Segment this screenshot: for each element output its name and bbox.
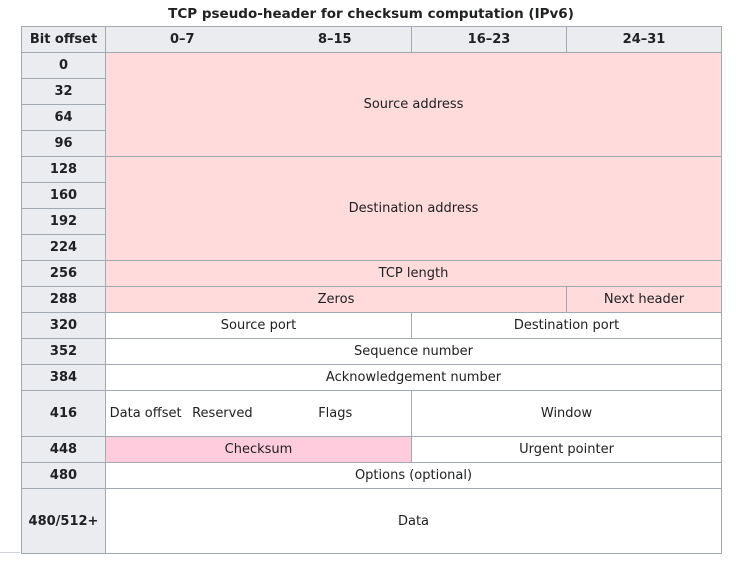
table-row: 0 Source address	[21, 52, 723, 157]
data-cell: Data	[104, 488, 723, 554]
table-row: 448 Checksum Urgent pointer	[21, 436, 723, 463]
destination-port-cell: Destination port	[411, 312, 723, 339]
offset-label: 64	[21, 104, 106, 131]
offset-label: 160	[21, 182, 106, 209]
options-cell: Options (optional)	[104, 462, 723, 489]
table-row: 320 Source port Destination port	[21, 312, 723, 339]
table-row: 384 Acknowledgement number	[21, 364, 723, 391]
table-header-row: Bit offset 0–7 8–15 16–23 24–31	[21, 26, 723, 53]
offset-label: 320	[21, 312, 106, 339]
bit-offset-header: Bit offset	[21, 26, 106, 53]
next-header-cell: Next header	[566, 286, 723, 313]
table-row: 256 TCP length	[21, 260, 723, 287]
checksum-cell: Checksum	[104, 436, 413, 463]
acknowledgement-number-cell: Acknowledgement number	[104, 364, 723, 391]
offset-label: 256	[21, 260, 106, 287]
table-row: 416 Data offset Reserved Flags Window	[21, 390, 723, 437]
table-row: 352 Sequence number	[21, 338, 723, 365]
offset-label: 224	[21, 234, 106, 261]
table-row: 192	[21, 208, 722, 235]
table-row: 32	[21, 78, 722, 105]
destination-address-cell: Destination address	[104, 156, 723, 261]
sequence-number-cell: Sequence number	[104, 338, 723, 365]
reserved-label: Reserved	[192, 406, 253, 421]
window-cell: Window	[411, 390, 723, 437]
offset-label: 448	[21, 436, 106, 463]
col-header-0-15: 0–7 8–15	[104, 26, 413, 53]
urgent-pointer-cell: Urgent pointer	[411, 436, 723, 463]
col-header-24-31: 24–31	[566, 26, 723, 53]
offset-label: 288	[21, 286, 106, 313]
table-caption: TCP pseudo-header for checksum computati…	[168, 6, 574, 22]
tcp-length-cell: TCP length	[104, 260, 723, 287]
offset-label: 480	[21, 462, 106, 489]
flags-label: Flags	[318, 406, 353, 421]
col-header-8-15: 8–15	[317, 32, 352, 47]
source-address-cell: Source address	[104, 52, 723, 157]
table-row: 288 Zeros Next header	[21, 286, 723, 313]
col-header-0-7: 0–7	[169, 32, 195, 47]
table-row: 224	[21, 234, 722, 261]
offset-label: 352	[21, 338, 106, 365]
zeros-cell: Zeros	[104, 286, 568, 313]
offset-label: 384	[21, 364, 106, 391]
offset-label: 96	[21, 130, 106, 157]
table-row: 160	[21, 182, 722, 209]
offset-label: 416	[21, 390, 106, 437]
table-row: 128 Destination address	[21, 156, 723, 261]
divider	[0, 552, 20, 553]
source-port-cell: Source port	[104, 312, 413, 339]
data-offset-label: Data offset	[109, 405, 182, 421]
offset-reserved-flags-cell: Data offset Reserved Flags	[104, 390, 413, 437]
offset-label: 480/512+	[21, 488, 106, 554]
offset-label: 192	[21, 208, 106, 235]
offset-label: 0	[21, 52, 106, 79]
offset-label: 32	[21, 78, 106, 105]
table-row: 480 Options (optional)	[21, 462, 723, 489]
offset-label: 128	[21, 156, 106, 183]
col-header-16-23: 16–23	[411, 26, 568, 53]
table-row: 480/512+ Data	[21, 488, 723, 554]
tcp-pseudo-header-table: Bit offset 0–7 8–15 16–23 24–31 0 Source…	[21, 26, 723, 554]
